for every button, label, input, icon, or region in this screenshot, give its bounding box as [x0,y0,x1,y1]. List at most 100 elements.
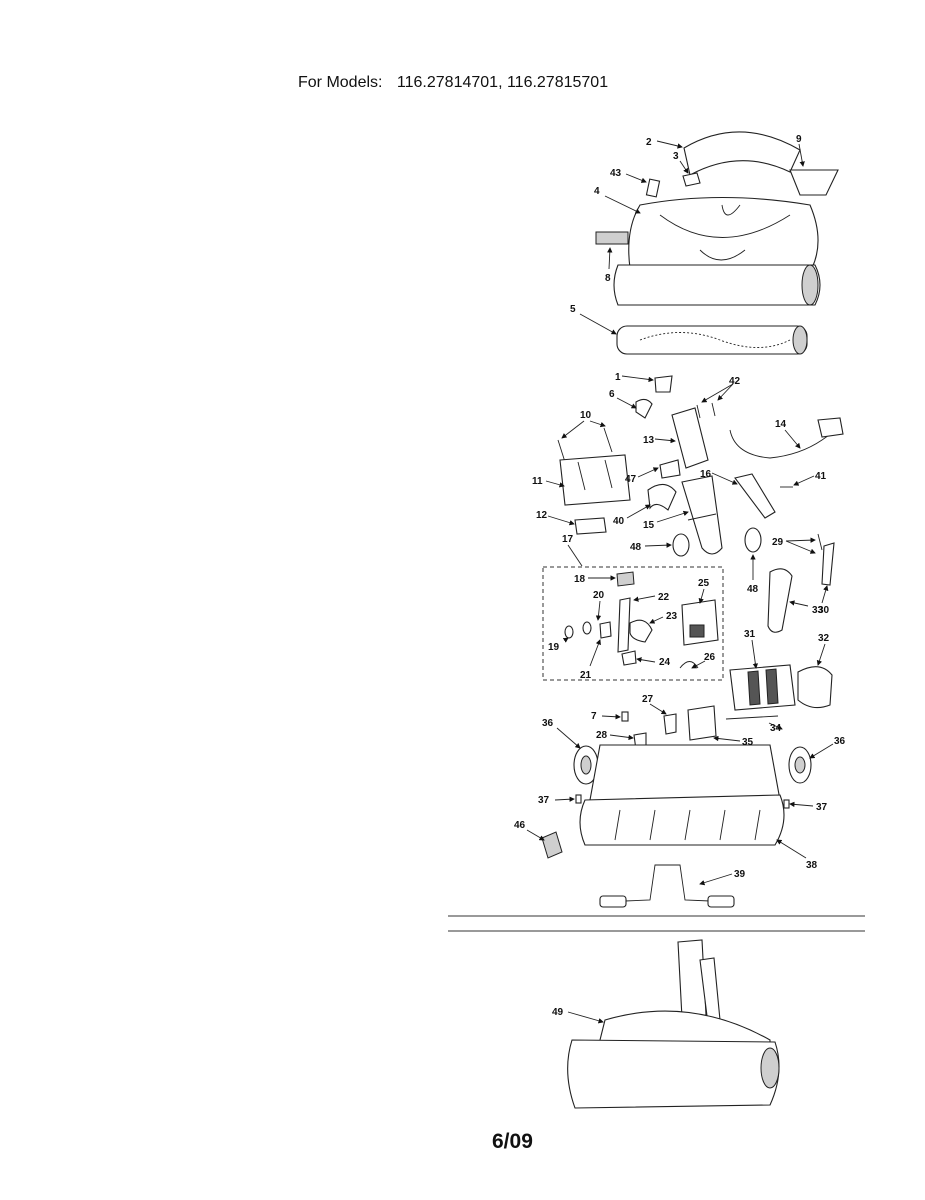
callout-6: 6 [609,389,615,400]
part-37-pin-right [783,799,790,809]
callout-48-left: 48 [630,542,642,553]
callout-22: 22 [658,592,670,603]
part-39-grip-right [707,895,735,908]
part-12-pad [574,517,607,535]
part-31-motor-detail [747,668,779,706]
part-46-pedal [541,831,563,859]
part-36-wheel-right-hub [794,756,806,774]
callout-25: 25 [698,578,710,589]
part-29-pin [817,533,823,551]
part-2-cover [683,131,801,176]
callout-41: 41 [815,471,827,482]
callout-18: 18 [574,574,586,585]
callout-labels: 2 9 3 43 4 8 5 1 42 6 10 14 13 16 41 11 … [514,134,846,1018]
callout-9: 9 [796,134,802,145]
callout-27: 27 [642,694,654,705]
callout-4: 4 [594,186,600,197]
part-21-clip [599,621,612,639]
part-40-seal [647,483,677,511]
part-20-spring [582,621,592,635]
callout-40: 40 [613,516,625,527]
callout-46: 46 [514,820,526,831]
part-49-bumper [567,1039,780,1109]
part-42-screw-b [711,402,716,417]
part-49-neck [677,939,707,1019]
callout-31: 31 [744,629,756,640]
callout-11: 11 [532,476,543,487]
callout-16: 16 [700,469,712,480]
part-43-piece [645,178,661,198]
part-15-tube [681,475,723,555]
part-1-latch [654,375,673,393]
part-49-wheel [760,1047,780,1089]
part-36-wheel-left-hub [580,755,592,775]
part-10-pin-a [557,439,566,463]
callout-10: 10 [580,410,592,421]
callout-15: 15 [643,520,655,531]
callout-32: 32 [818,633,830,644]
part-39-grip-left [599,895,627,908]
models-list: 116.27814701, 116.27815701 [396,74,609,91]
part-18-cap [616,571,635,587]
part-11-bracket-detail [577,459,613,491]
callout-24: 24 [659,657,671,668]
callout-35: 35 [742,737,754,748]
callout-49: 49 [552,1007,564,1018]
part-38-base-detail [614,809,761,841]
part-11-bracket [559,454,631,506]
callout-39: 39 [734,869,746,880]
page-number: 6/09 [492,1130,533,1153]
part-26-spring [679,661,699,669]
part-19-washer [564,625,574,639]
part-27-clip [663,713,677,735]
part-5-brushroll [616,325,808,355]
part-37-pin-left [575,794,582,804]
callout-47: 47 [625,474,637,485]
models-header: For Models: 116.27814701, 116.27815701 [298,74,608,92]
part-38-base [589,744,781,801]
callout-37-right: 37 [816,802,828,813]
part-48-disc-right [744,527,762,553]
callout-30-label: 30 [818,605,830,616]
callout-12: 12 [536,510,548,521]
callout-43: 43 [610,168,622,179]
part-33-belt [767,568,793,633]
part-47-clip [659,459,681,479]
callout-1: 1 [615,372,621,383]
models-label: For Models: [298,74,383,91]
part-39-handle [624,864,711,902]
part-32-motor-cover [797,666,833,709]
part-30-lever [821,542,835,586]
part-4-bumper [613,264,821,306]
callout-8: 8 [605,273,611,284]
part-24-tab [621,650,637,666]
callout-42: 42 [729,376,741,387]
callout-3: 3 [673,151,679,162]
callout-36-right: 36 [834,736,846,747]
callout-28: 28 [596,730,608,741]
part-5-end-cap [792,325,808,355]
callout-23: 23 [666,611,678,622]
part-25-housing [681,599,719,646]
part-42-screw-a [696,404,701,419]
callout-38: 38 [806,860,818,871]
part-4-hood-detail [659,204,791,261]
callout-34: 34 [770,723,782,734]
part-25-housing-window [689,624,705,638]
part-34-rod [725,715,779,720]
part-22-lever [617,597,631,653]
callout-7: 7 [591,711,597,722]
callout-29: 29 [772,537,784,548]
part-7-pin [621,711,629,722]
part-10-pin-b [603,427,613,453]
part-15-tube-detail [687,513,717,521]
part-35-bracket [687,705,717,741]
part-13-neck [671,407,709,469]
callout-36-left: 36 [542,718,554,729]
part-4-wheel [801,264,819,306]
callout-48-right: 48 [747,584,759,595]
callout-20: 20 [593,590,605,601]
callout-5: 5 [570,304,576,315]
callout-14: 14 [775,419,787,430]
part-16-arm [734,473,776,519]
